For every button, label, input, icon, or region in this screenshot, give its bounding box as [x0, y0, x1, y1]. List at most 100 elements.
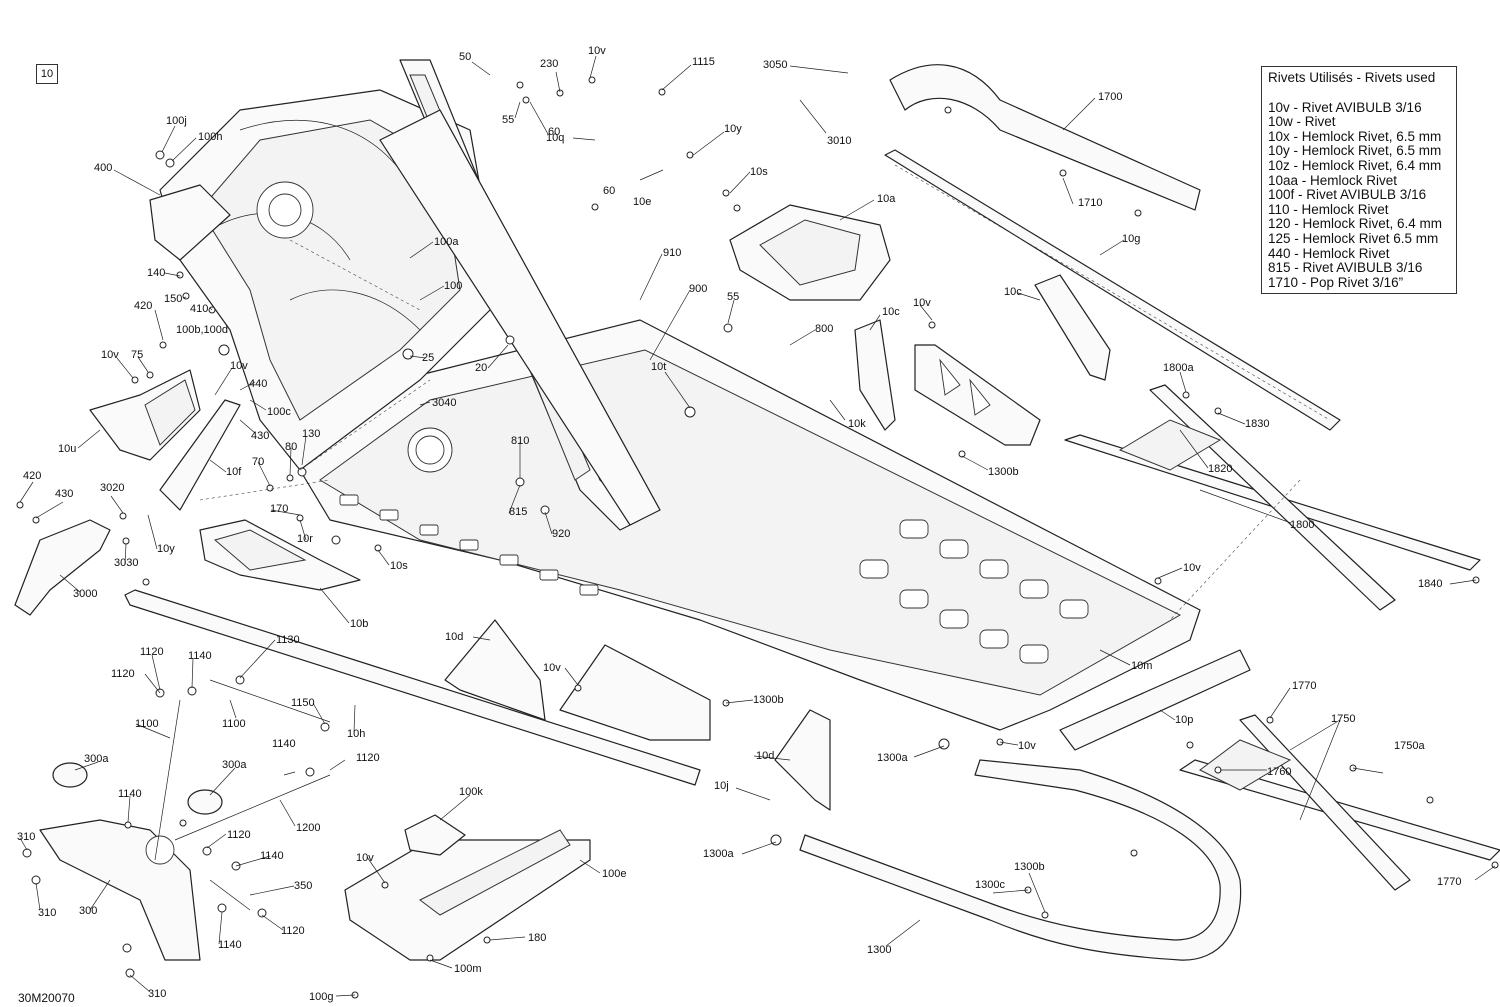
callout-label: 1120: [140, 646, 164, 658]
panel-10d: [444, 619, 831, 811]
callout-label: 50: [459, 51, 472, 63]
callout-label: 1120: [356, 752, 380, 764]
callout-label: 10v: [356, 852, 374, 864]
rail-1800: [1064, 384, 1481, 611]
callout-label: 10v: [1018, 740, 1036, 752]
heat-exchanger-10h: [124, 589, 701, 786]
callout-label: 1300a: [703, 848, 734, 860]
callout-label: 1100: [222, 718, 246, 730]
callout-label: 70: [252, 456, 265, 468]
callout-label: 810: [511, 435, 530, 447]
callout-label: 1300b: [753, 694, 784, 706]
rivet-legend: Rivets Utilisés - Rivets used 10v - Rive…: [1261, 66, 1457, 294]
callout-label: 55: [502, 114, 515, 126]
callout-label: 10s: [390, 560, 408, 572]
callout-label: 300a: [84, 753, 109, 765]
panel-10u: [89, 369, 201, 461]
callout-label: 10y: [157, 543, 175, 555]
callout-label: 1770: [1292, 680, 1317, 692]
legend-item: 815 - Rivet AVIBULB 3/16: [1268, 260, 1423, 276]
callout-label: 10u: [58, 443, 77, 455]
hardware-set: [16, 76, 1499, 999]
callout-label: 420: [23, 470, 42, 482]
callout-label: 1300: [867, 944, 892, 956]
callout-label: 300: [79, 905, 98, 917]
bracket-3000: [14, 519, 111, 616]
callout-label: 100a: [434, 236, 459, 248]
callout-label: 100k: [459, 786, 483, 798]
page-number-box: 10: [36, 64, 58, 84]
callout-label: 60: [603, 185, 616, 197]
callout-label: 1800: [1290, 519, 1315, 531]
tunnel-panel: [299, 319, 1201, 731]
legend-title: Rivets Utilisés - Rivets used: [1268, 70, 1436, 85]
callout-label: 900: [689, 283, 708, 295]
callout-label: 20: [475, 362, 488, 374]
callout-label: 1820: [1208, 463, 1233, 475]
callout-label: 130: [302, 428, 321, 440]
callout-label: 1750: [1331, 713, 1356, 725]
callout-label: 10p: [1175, 714, 1194, 726]
legend-item: 120 - Hemlock Rivet, 6.4 mm: [1268, 216, 1443, 232]
callout-label: 10k: [848, 418, 866, 430]
callout-label: 1840: [1418, 578, 1443, 590]
callout-label: 10h: [347, 728, 366, 740]
callout-label: 10d: [756, 750, 775, 762]
callout-label: 10a: [877, 193, 896, 205]
panel-10a: [729, 204, 891, 301]
callout-label: 10t: [651, 361, 667, 373]
callout-label: 100: [444, 280, 463, 292]
callout-label: 420: [134, 300, 153, 312]
callout-label: 10v: [588, 45, 606, 57]
callout-label: 3050: [763, 59, 788, 71]
callout-label: 10d: [445, 631, 464, 643]
legend-item: 440 - Hemlock Rivet: [1268, 245, 1390, 261]
callout-label: 10v: [101, 349, 119, 361]
legend-item: 10z - Hemlock Rivet, 6.4 mm: [1268, 157, 1442, 173]
callout-label: 75: [131, 349, 144, 361]
callout-label: 80: [285, 441, 298, 453]
callout-label: 150: [164, 293, 183, 305]
callout-label: 10v: [913, 297, 931, 309]
callout-label: 1120: [227, 829, 251, 841]
callout-label: 10b: [350, 618, 369, 630]
spindle-300: [39, 679, 331, 961]
callout-label: 180: [528, 932, 547, 944]
callout-label: 920: [552, 528, 571, 540]
callout-label: 10j: [714, 780, 729, 792]
callout-label: 1140: [272, 738, 296, 750]
rail-10f: [159, 399, 241, 511]
legend-item: 10y - Hemlock Rivet, 6.5 mm: [1268, 143, 1442, 159]
callout-label: 1140: [260, 850, 284, 862]
callout-label: 100e: [602, 868, 627, 880]
rail-1750: [1179, 714, 1500, 891]
callout-label: 170: [270, 503, 289, 515]
callout-label: 60: [548, 126, 561, 138]
legend-item: 10x - Hemlock Rivet, 6.5 mm: [1268, 128, 1442, 144]
callout-label: 25: [422, 352, 435, 364]
callout-label: 10f: [226, 466, 242, 478]
upper-column-assembly: [379, 59, 661, 531]
callout-label: 815: [509, 506, 528, 518]
callout-label: 10q: [546, 132, 565, 144]
legend-item: 1710 - Pop Rivet 3/16”: [1268, 274, 1404, 290]
drawing-id: 30M20070: [18, 991, 75, 1005]
bumper-1300: [799, 759, 1242, 961]
callout-label: 3030: [114, 557, 139, 569]
callout-label: 3040: [432, 397, 457, 409]
legend-item: 10w - Rivet: [1268, 114, 1336, 130]
legend-item: 110 - Hemlock Rivet: [1268, 201, 1389, 217]
callout-label: 10c: [882, 306, 900, 318]
callout-label: 55: [727, 291, 740, 303]
callout-label: 1140: [188, 650, 212, 662]
callout-label: 10e: [633, 196, 652, 208]
callout-label: 10s: [750, 166, 768, 178]
callout-label: 1300b: [988, 466, 1019, 478]
callout-label: 1300b: [1014, 861, 1045, 873]
legend-item: 125 - Hemlock Rivet 6.5 mm: [1268, 230, 1439, 246]
callout-label: 230: [540, 58, 559, 70]
panel-10b: [199, 519, 361, 591]
callout-label: 100h: [198, 131, 223, 143]
bracket-10p: [1059, 649, 1251, 751]
callout-label: 410: [190, 303, 209, 315]
